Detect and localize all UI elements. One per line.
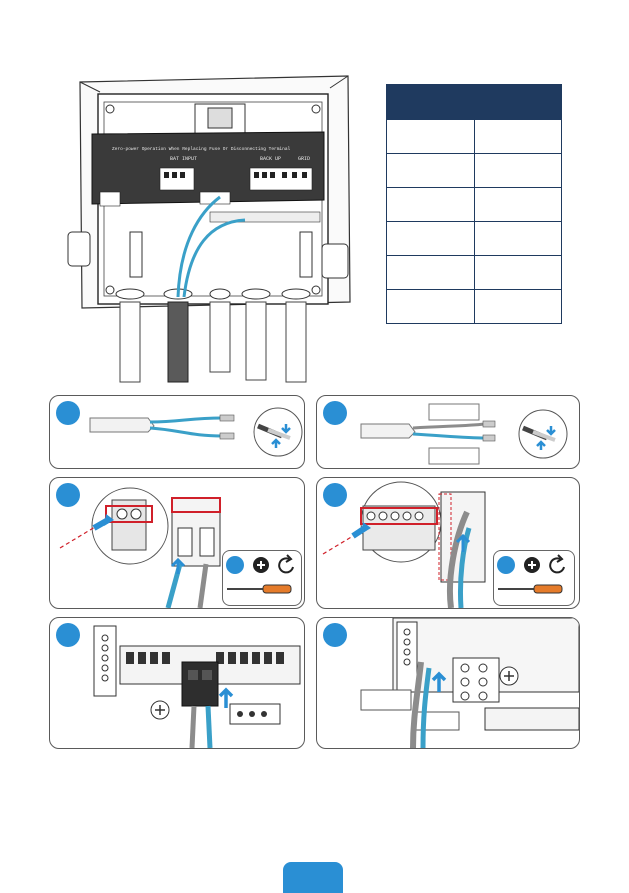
- tool-card-2: [493, 550, 575, 606]
- cable-table: [386, 84, 562, 324]
- strip-cable-illustration: [89, 407, 303, 457]
- plus-screw-icon: [524, 557, 540, 573]
- table-row: [386, 119, 562, 154]
- step-badge-5: [56, 623, 80, 647]
- rotate-icon: [549, 554, 565, 574]
- screwdriver-icon: [227, 584, 292, 594]
- grid-label: GRID: [298, 156, 310, 162]
- crimp-tool-icon: [518, 409, 568, 459]
- step-panel-6: [316, 617, 580, 749]
- warning-text: Zero-power Operation When Replacing Fuse…: [112, 146, 291, 152]
- step-panel-3: [49, 477, 305, 609]
- screwdriver-icon: [498, 584, 563, 594]
- table-cell: [386, 187, 474, 222]
- step-panel-1: [49, 395, 305, 469]
- backup-label: BACK UP: [260, 156, 281, 162]
- step-panel-5: [49, 617, 305, 749]
- step-panel-2: [316, 395, 580, 469]
- step-badge-2: [323, 401, 347, 425]
- table-cell: [473, 221, 562, 256]
- step-badge-4: [323, 483, 347, 507]
- connector-insert-illustration-2: [322, 481, 486, 608]
- bat-input-label: BAT INPUT: [170, 156, 197, 162]
- table-header-1: [386, 84, 475, 120]
- tool-card: [222, 550, 302, 606]
- table-cell: [473, 255, 562, 290]
- table-row: [386, 289, 562, 324]
- rotate-icon: [278, 554, 294, 574]
- table-row: [386, 255, 562, 290]
- table-cell: [386, 221, 474, 256]
- table-cell: [386, 289, 474, 324]
- step-badge-6: [323, 623, 347, 647]
- table-cell: [386, 255, 474, 290]
- table-row: [386, 221, 562, 256]
- table-cell: [473, 153, 562, 188]
- table-row: [386, 187, 562, 222]
- table-cell: [473, 289, 562, 324]
- table-header-2: [473, 84, 562, 120]
- step-badge-3: [56, 483, 80, 507]
- table-cell: [386, 153, 474, 188]
- table-cell: [473, 119, 562, 154]
- board-plug-illustration-2: [360, 618, 579, 748]
- table-cell: [473, 187, 562, 222]
- connector-insert-illustration: [59, 487, 221, 608]
- table-cell: [386, 119, 474, 154]
- crimp-tool-icon: [253, 407, 303, 457]
- strip-cable-illustration-2: [360, 403, 568, 465]
- step-badge-1: [56, 401, 80, 425]
- enclosure-illustration: Zero-power Operation When Replacing Fuse…: [67, 75, 351, 383]
- step-panel-4: [316, 477, 580, 609]
- page-number-tab: [283, 862, 343, 893]
- board-plug-illustration: [93, 625, 301, 748]
- table-row: [386, 153, 562, 188]
- plus-screw-icon: [253, 557, 269, 573]
